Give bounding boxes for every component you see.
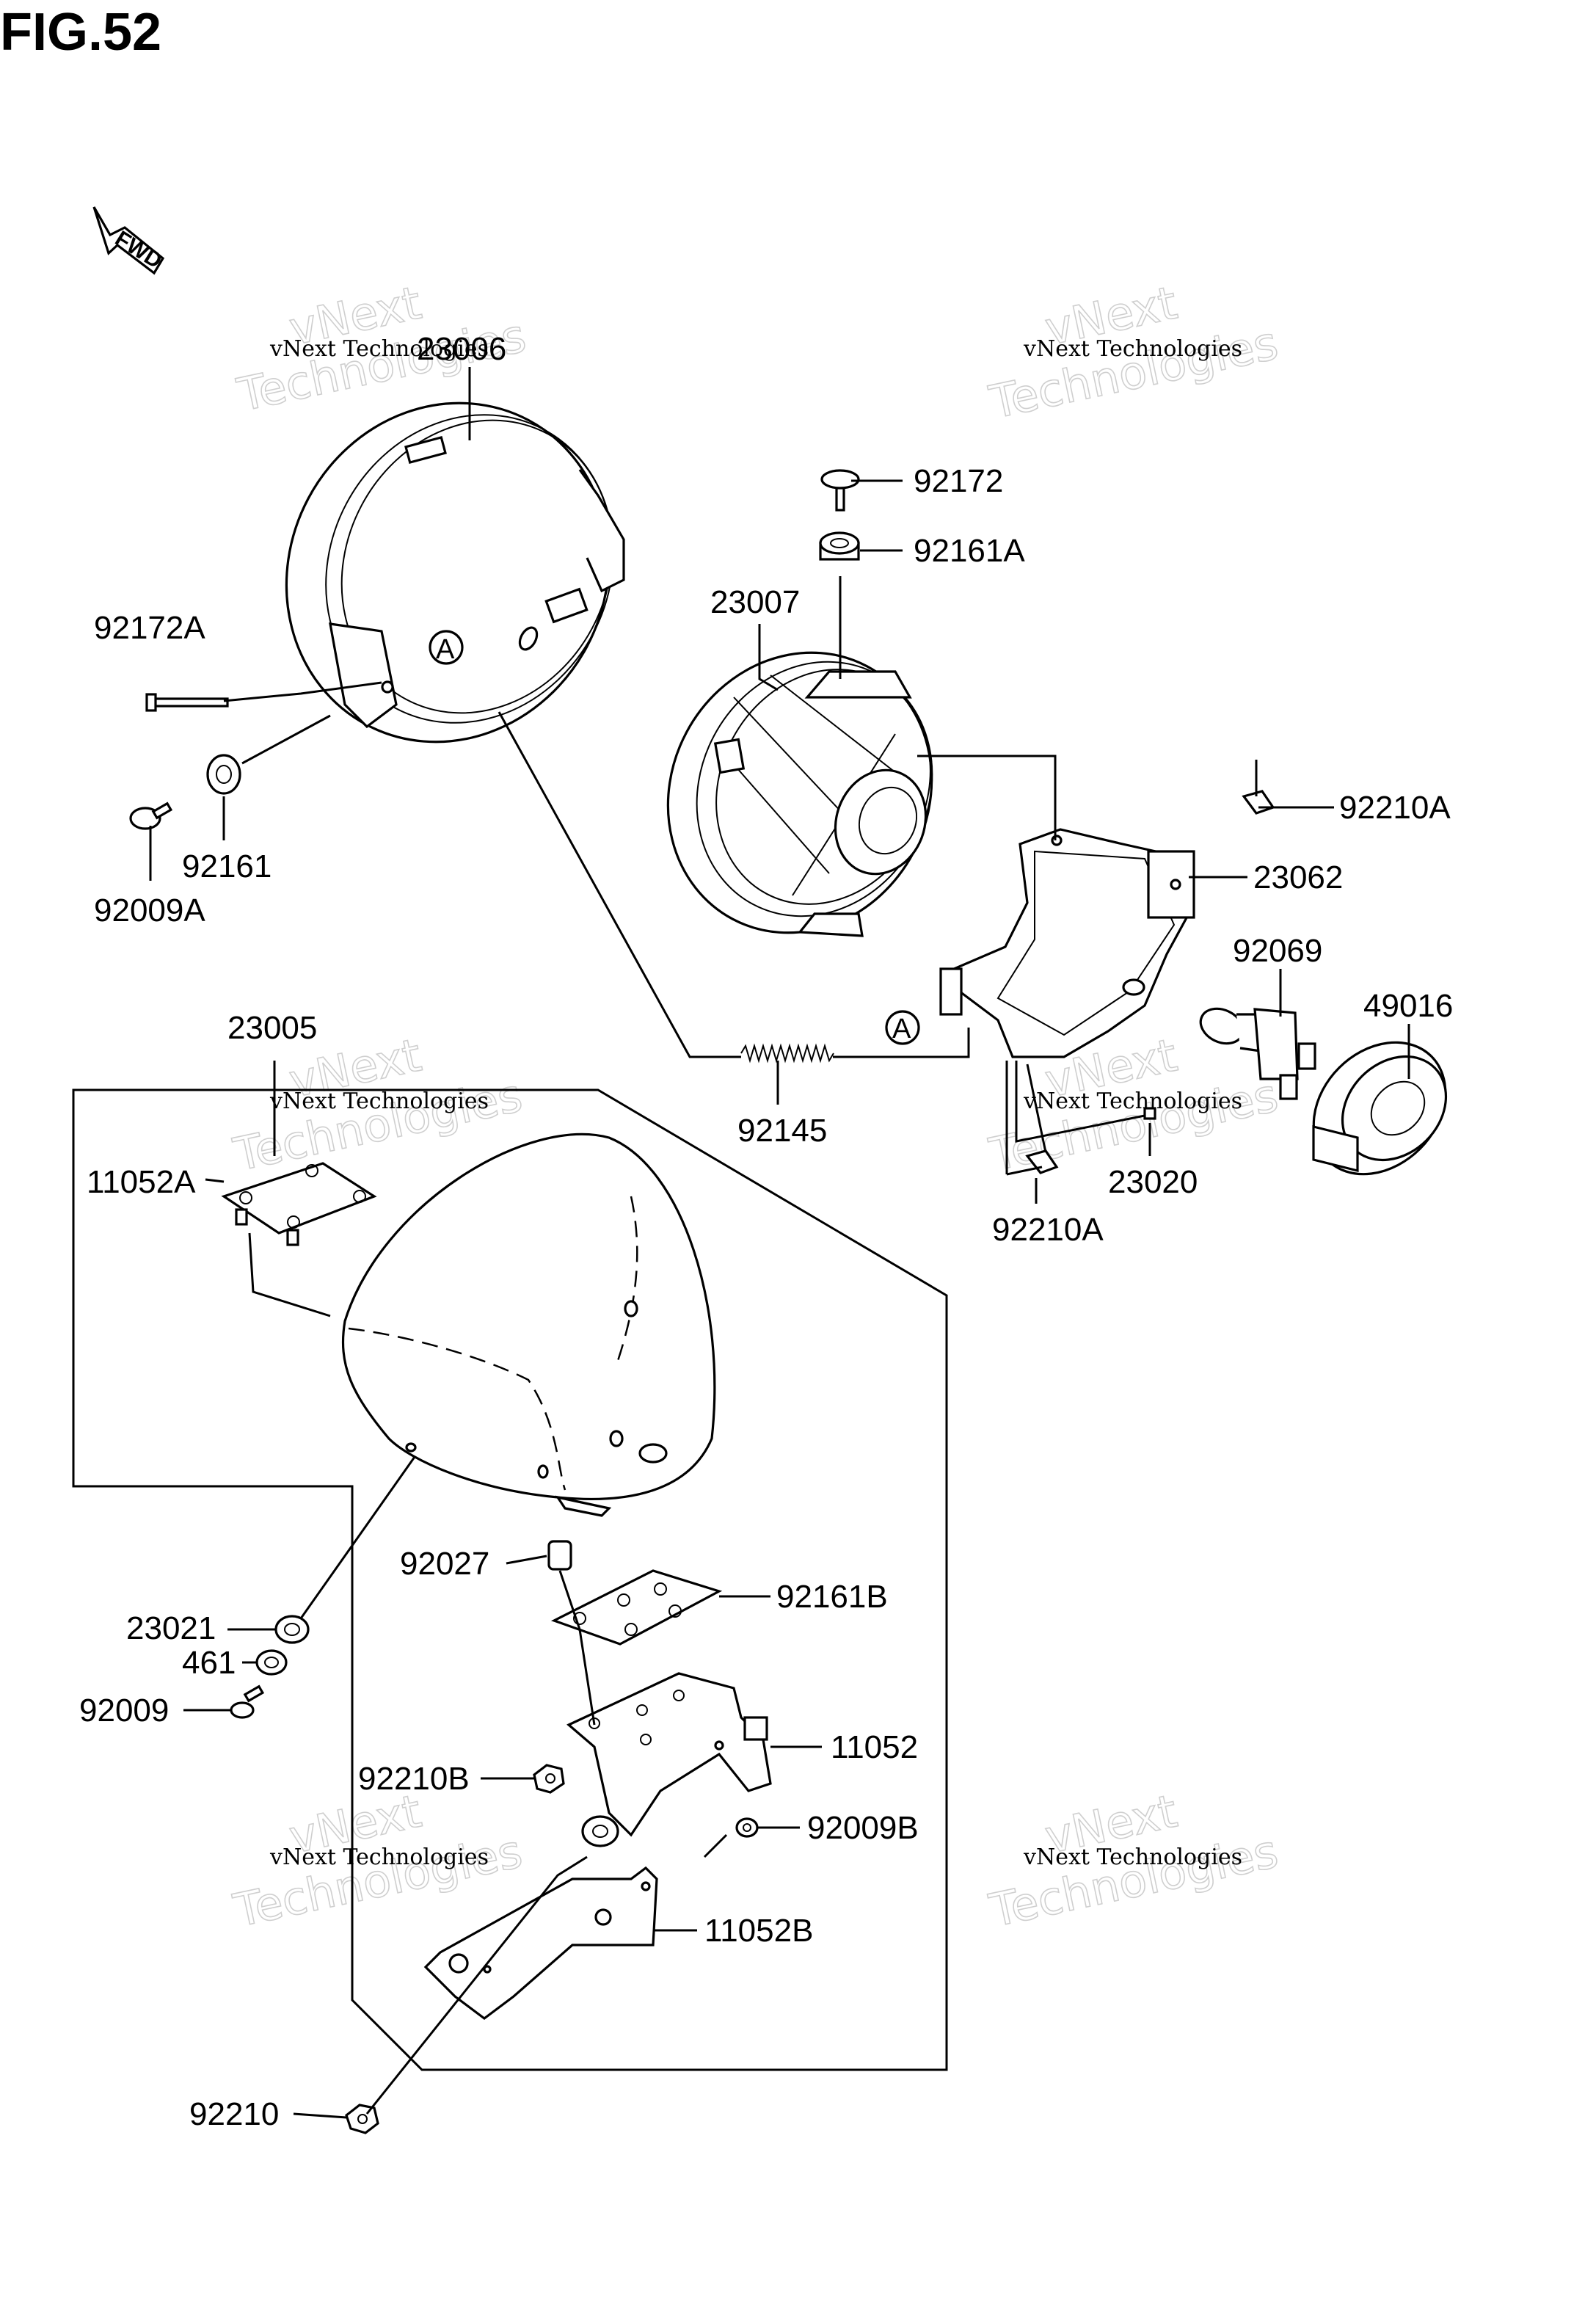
label-11052: 11052 bbox=[831, 1729, 918, 1765]
svg-text:vNext Technologies: vNext Technologies bbox=[1023, 1844, 1242, 1870]
svg-text:vNext Technologies: vNext Technologies bbox=[269, 1088, 489, 1114]
bolt-92009 bbox=[230, 1684, 265, 1719]
spring-92145 bbox=[740, 1043, 834, 1064]
bracket-11052B bbox=[423, 1815, 658, 2020]
clip-92210A-top bbox=[1242, 790, 1275, 815]
nut-92210B bbox=[533, 1764, 565, 1794]
label-23006: 23006 bbox=[417, 331, 506, 367]
watermark-bottom-left: Technologies vNext vNext Technologies bbox=[228, 1784, 527, 1938]
watermark-top-right: Technologies vNext vNext Technologies bbox=[984, 275, 1283, 430]
screw-92172A bbox=[145, 693, 229, 712]
label-23020: 23020 bbox=[1108, 1164, 1198, 1200]
svg-text:vNext Technologies: vNext Technologies bbox=[1023, 336, 1242, 362]
label-92009B: 92009B bbox=[807, 1810, 919, 1846]
headlight-bracket-23062 bbox=[939, 828, 1195, 1058]
reference-marker-a-bottom: A bbox=[885, 1010, 920, 1045]
label-92210: 92210 bbox=[189, 2096, 279, 2132]
label-461: 461 bbox=[182, 1645, 236, 1681]
label-92009A: 92009A bbox=[94, 893, 205, 928]
label-92210A-bottom: 92210A bbox=[992, 1212, 1104, 1248]
label-92027: 92027 bbox=[400, 1546, 489, 1582]
grommet-92161A bbox=[819, 531, 860, 561]
label-23005: 23005 bbox=[227, 1010, 317, 1046]
label-23021: 23021 bbox=[126, 1610, 216, 1646]
headlight-unit-23007 bbox=[666, 651, 933, 937]
label-92145: 92145 bbox=[737, 1113, 827, 1149]
svg-text:vNext Technologies: vNext Technologies bbox=[1023, 1088, 1242, 1114]
label-92210B: 92210B bbox=[358, 1761, 470, 1797]
label-11052A: 11052A bbox=[87, 1164, 196, 1200]
bolt-92009B bbox=[735, 1817, 759, 1838]
nut-92210 bbox=[345, 2104, 379, 2134]
svg-text:A: A bbox=[892, 1014, 911, 1044]
bulb-92069 bbox=[1199, 1007, 1316, 1100]
label-92161B: 92161B bbox=[776, 1579, 888, 1615]
plate-11052A bbox=[221, 1162, 377, 1246]
label-92069: 92069 bbox=[1233, 933, 1322, 969]
figure-title: FIG.52 bbox=[0, 3, 161, 62]
svg-text:vNext Technologies: vNext Technologies bbox=[269, 1844, 489, 1870]
watermark-bottom-right: Technologies vNext vNext Technologies bbox=[984, 1784, 1283, 1938]
label-92009: 92009 bbox=[79, 1693, 169, 1728]
headlight-housing-23006 bbox=[285, 401, 625, 744]
washer-461 bbox=[255, 1649, 288, 1676]
fwd-arrow-icon: FWD bbox=[92, 206, 166, 275]
assembly-box-23005 bbox=[72, 1088, 948, 2071]
screw-92172 bbox=[820, 469, 860, 512]
washer-23021 bbox=[274, 1615, 310, 1644]
spacer-92027 bbox=[547, 1540, 572, 1571]
plate-92161B bbox=[550, 1569, 723, 1646]
svg-text:vNext Technologies: vNext Technologies bbox=[269, 336, 489, 362]
label-11052B: 11052B bbox=[704, 1913, 813, 1949]
label-49016: 49016 bbox=[1363, 988, 1453, 1024]
svg-text:A: A bbox=[436, 634, 455, 665]
label-92161A: 92161A bbox=[914, 533, 1025, 569]
reference-marker-a-top: A bbox=[429, 630, 464, 665]
part-labels: 23006 92172 92161A 23007 92172A 92161 92… bbox=[79, 331, 1453, 2132]
bracket-11052 bbox=[566, 1672, 772, 1837]
dust-cover-49016 bbox=[1312, 1041, 1448, 1176]
label-23007: 23007 bbox=[710, 584, 800, 620]
label-92172A: 92172A bbox=[94, 610, 205, 646]
headlight-cover bbox=[341, 1133, 716, 1517]
bolt-92009A bbox=[129, 801, 173, 830]
label-23062: 23062 bbox=[1253, 859, 1343, 895]
bolt-23020 bbox=[1143, 1107, 1156, 1120]
leader-lines bbox=[149, 367, 1410, 2119]
grommet-92161 bbox=[206, 754, 241, 795]
label-92210A-top: 92210A bbox=[1339, 790, 1451, 826]
label-92161: 92161 bbox=[182, 848, 272, 884]
label-92172: 92172 bbox=[914, 463, 1003, 499]
